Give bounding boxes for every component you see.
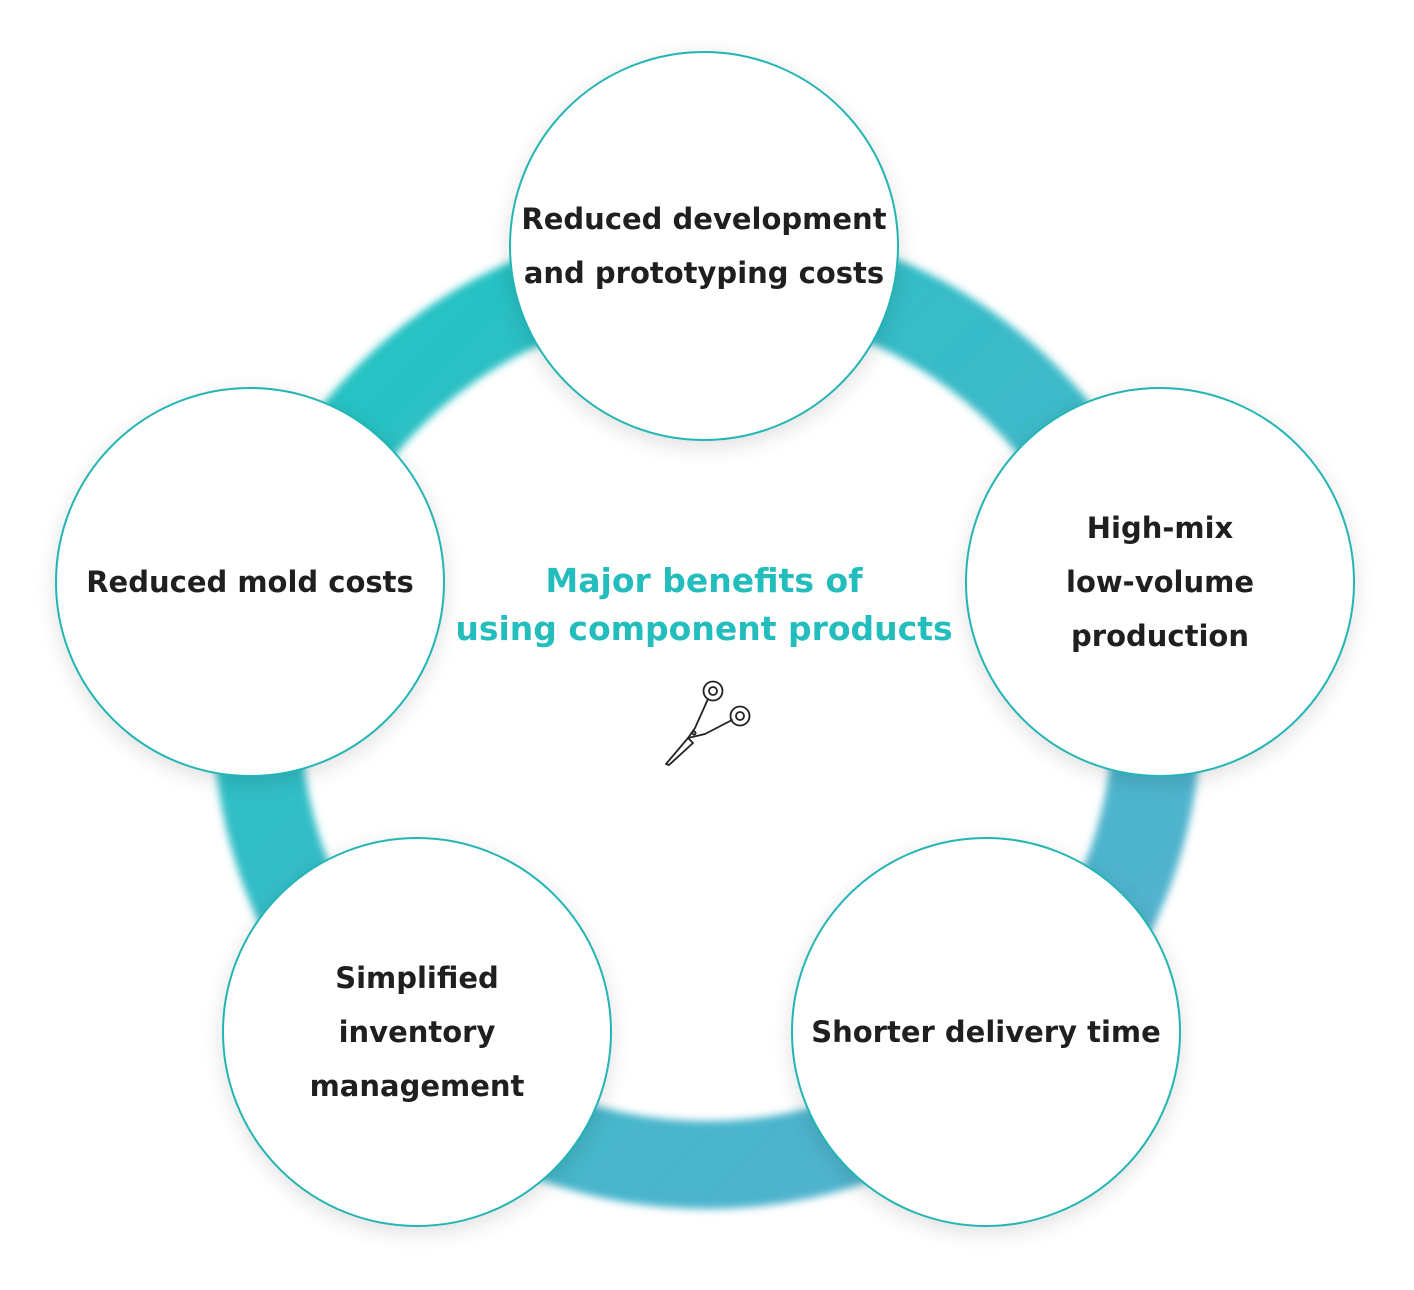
benefit-circle-high-mix: High-mix low-volume production [965,387,1355,777]
benefit-circle-mold-costs: Reduced mold costs [55,387,445,777]
benefit-label: Simplified inventory management [309,961,525,1103]
scissors-icon [665,680,751,766]
diagram-title: Major benefits of using component produc… [455,561,953,648]
benefit-label: Shorter delivery time [811,1015,1161,1049]
benefit-circle-development-costs: Reduced development and prototyping cost… [509,51,899,441]
benefit-circle-inventory: Simplified inventory management [222,837,612,1227]
benefit-label: Reduced development and prototyping cost… [521,202,887,290]
benefit-label: High-mix low-volume production [1066,511,1254,653]
benefit-circle-delivery-time: Shorter delivery time [791,837,1181,1227]
benefit-label: Reduced mold costs [86,565,414,599]
